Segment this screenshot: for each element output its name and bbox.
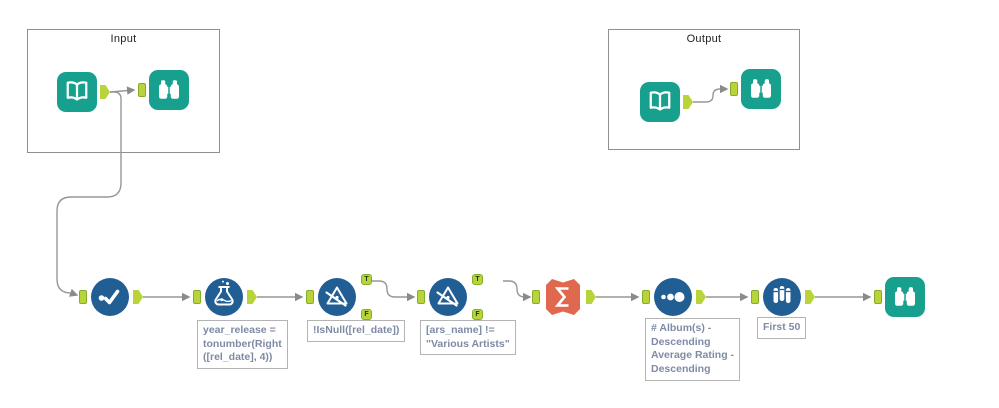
binoculars-icon	[746, 74, 776, 104]
output-container-label: Output	[686, 33, 722, 45]
input-anchor[interactable]	[138, 83, 146, 97]
output-anchor[interactable]	[247, 290, 257, 304]
input-anchor[interactable]	[306, 290, 314, 304]
output-anchor[interactable]	[586, 290, 596, 304]
sort-tool[interactable]	[642, 277, 706, 317]
browse-tool-output-container[interactable]	[730, 69, 781, 109]
input-anchor[interactable]	[642, 290, 650, 304]
browse-tool-final[interactable]	[874, 277, 925, 317]
true-output-anchor[interactable]: T	[361, 274, 372, 285]
browse-tool-input-container[interactable]	[138, 70, 189, 110]
output-anchor[interactable]	[133, 290, 143, 304]
input-anchor[interactable]	[79, 290, 87, 304]
input-anchor[interactable]	[730, 82, 738, 96]
book-icon	[645, 87, 675, 117]
formula-tool[interactable]	[193, 277, 257, 317]
output-anchor[interactable]	[805, 290, 815, 304]
filter2-annotation[interactable]: [ars_name] != "Various Artists"	[420, 320, 516, 356]
funnel-triangle-icon	[317, 277, 357, 317]
false-output-anchor[interactable]: F	[361, 309, 372, 320]
sample-tool[interactable]	[751, 277, 815, 317]
input-anchor[interactable]	[751, 290, 759, 304]
sigma-icon	[543, 277, 583, 317]
output-anchor[interactable]	[696, 290, 706, 304]
input-data-tool[interactable]	[57, 72, 110, 112]
input-anchor[interactable]	[874, 290, 882, 304]
input-data-tool-output-container[interactable]	[640, 82, 693, 122]
true-output-anchor[interactable]: T	[472, 274, 483, 285]
filter1-annotation[interactable]: !IsNull([rel_date])	[307, 320, 406, 342]
input-container[interactable]: Input	[27, 29, 220, 153]
filter-tool-2[interactable]: T F	[417, 274, 483, 320]
binoculars-icon	[154, 75, 184, 105]
summarize-tool[interactable]	[532, 277, 596, 317]
input-anchor[interactable]	[417, 290, 425, 304]
input-anchor[interactable]	[532, 290, 540, 304]
input-container-label: Input	[110, 33, 137, 45]
select-tool[interactable]	[79, 277, 143, 317]
sort-annotation[interactable]: # Album(s) - Descending Average Rating -…	[645, 318, 741, 381]
filter-tool-1[interactable]: T F	[306, 274, 372, 320]
output-anchor[interactable]	[683, 95, 693, 109]
test-tubes-icon	[762, 277, 802, 317]
sample-annotation[interactable]: First 50	[757, 317, 807, 339]
dots-ascending-icon	[653, 277, 693, 317]
book-icon	[62, 77, 92, 107]
funnel-triangle-icon	[428, 277, 468, 317]
binoculars-icon	[890, 282, 920, 312]
formula-annotation[interactable]: year_release = tonumber(Right ([rel_date…	[197, 320, 288, 369]
input-anchor[interactable]	[193, 290, 201, 304]
false-output-anchor[interactable]: F	[472, 309, 483, 320]
check-dot-icon	[90, 277, 130, 317]
flask-icon	[204, 277, 244, 317]
